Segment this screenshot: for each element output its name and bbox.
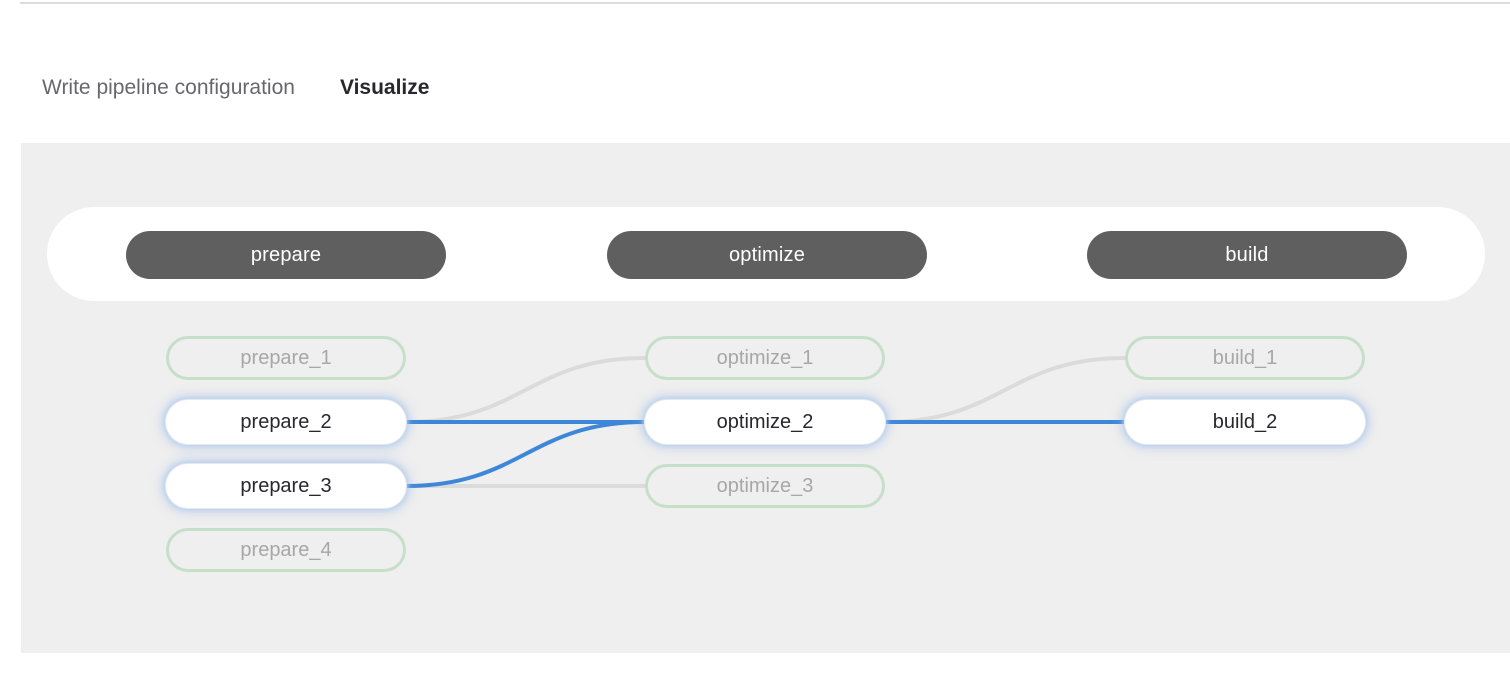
stage-pill-prepare: prepare: [126, 231, 446, 279]
stage-pill-build: build: [1087, 231, 1407, 279]
stage-pill-optimize: optimize: [607, 231, 927, 279]
job-node-prepare_3[interactable]: prepare_3: [166, 464, 406, 508]
top-divider: [20, 2, 1510, 4]
links-svg: [404, 356, 1127, 488]
job-node-prepare_1[interactable]: prepare_1: [166, 336, 406, 380]
job-node-optimize_2[interactable]: optimize_2: [645, 400, 885, 444]
job-node-build_1[interactable]: build_1: [1125, 336, 1365, 380]
link-prepare_2-to-optimize_1: [404, 356, 647, 424]
link-optimize_2-to-build_1: [883, 356, 1127, 424]
tab-visualize[interactable]: Visualize: [315, 26, 454, 152]
job-node-optimize_3[interactable]: optimize_3: [645, 464, 885, 508]
job-node-prepare_4[interactable]: prepare_4: [166, 528, 406, 572]
job-node-prepare_2[interactable]: prepare_2: [166, 400, 406, 444]
job-node-build_2[interactable]: build_2: [1125, 400, 1365, 444]
link-prepare_3-to-optimize_2: [404, 420, 647, 488]
job-node-optimize_1[interactable]: optimize_1: [645, 336, 885, 380]
tab-bar: Write pipeline configuration Visualize: [21, 0, 1510, 152]
tab-write-pipeline-configuration[interactable]: Write pipeline configuration: [42, 76, 295, 99]
